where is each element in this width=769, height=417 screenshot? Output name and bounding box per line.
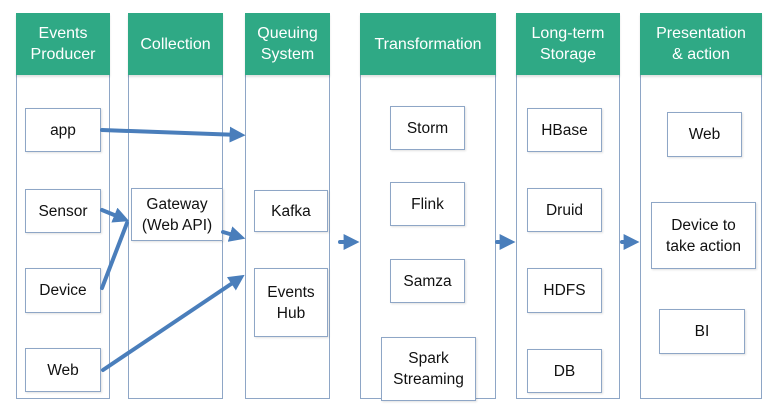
node-events-hub: Events Hub bbox=[254, 268, 328, 337]
node-flink: Flink bbox=[390, 182, 465, 226]
node-db: DB bbox=[527, 349, 602, 393]
column-header-queuing-system: Queuing System bbox=[245, 13, 330, 75]
column-header-events-producer: Events Producer bbox=[16, 13, 110, 75]
node-sensor: Sensor bbox=[25, 189, 101, 233]
arrow-gateway-to-kafka bbox=[221, 226, 246, 242]
node-druid: Druid bbox=[527, 188, 602, 232]
node-device: Device bbox=[25, 268, 101, 313]
column-header-collection: Collection bbox=[128, 13, 223, 75]
node-hbase: HBase bbox=[527, 108, 602, 152]
node-bi: BI bbox=[659, 309, 745, 354]
node-storm: Storm bbox=[390, 106, 465, 150]
node-samza: Samza bbox=[390, 259, 465, 303]
column-header-transformation: Transformation bbox=[360, 13, 496, 75]
node-app: app bbox=[25, 108, 101, 152]
node-spark-streaming: Spark Streaming bbox=[381, 337, 476, 401]
column-transformation: Transformation bbox=[360, 13, 496, 399]
node-web-presentation: Web bbox=[667, 112, 742, 157]
node-gateway-web-api: Gateway (Web API) bbox=[131, 188, 223, 241]
node-device-to-take-action: Device to take action bbox=[651, 202, 756, 269]
column-header-presentation-action: Presentation & action bbox=[640, 13, 762, 75]
node-kafka: Kafka bbox=[254, 190, 328, 232]
node-web-producer: Web bbox=[25, 348, 101, 392]
column-header-long-term-storage: Long-term Storage bbox=[516, 13, 620, 75]
node-hdfs: HDFS bbox=[527, 268, 602, 313]
